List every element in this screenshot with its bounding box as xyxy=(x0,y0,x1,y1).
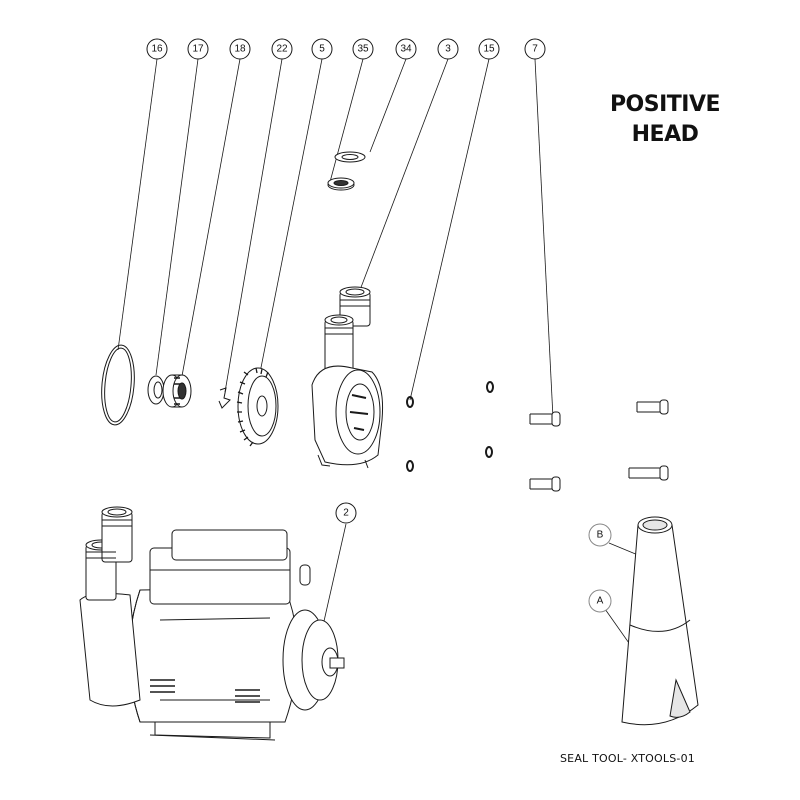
diagram-title: POSITIVE HEAD xyxy=(590,90,740,150)
part-number-22: 22 xyxy=(276,44,288,55)
gasket-part xyxy=(327,177,355,191)
part-number-15: 15 xyxy=(483,44,495,55)
part-number-17: 17 xyxy=(192,44,204,55)
callout-bubble-3 xyxy=(437,38,459,60)
seal-part xyxy=(147,375,165,405)
circlip-part xyxy=(218,387,231,409)
callout-bubble-15 xyxy=(478,38,500,60)
part-number-7: 7 xyxy=(532,44,538,55)
part-number-34: 34 xyxy=(400,44,412,55)
callout-bubble-2 xyxy=(335,502,357,524)
callout-bubble-5 xyxy=(311,38,333,60)
callout-bubble-7 xyxy=(524,38,546,60)
part-number-18: 18 xyxy=(234,44,246,55)
pump-head-part xyxy=(311,286,383,469)
callout-bubble-B xyxy=(588,523,612,547)
mechanical-seal-part xyxy=(162,374,192,408)
callout-bubble-35 xyxy=(352,38,374,60)
washer-part xyxy=(334,151,366,163)
part-number-16: 16 xyxy=(151,44,163,55)
callout-bubble-34 xyxy=(395,38,417,60)
part-number-35: 35 xyxy=(357,44,369,55)
callout-bubble-A xyxy=(588,589,612,613)
small-o-rings xyxy=(406,381,494,472)
callout-bubble-17 xyxy=(187,38,209,60)
tool-label-B: B xyxy=(597,530,604,541)
part-number-2: 2 xyxy=(343,508,349,519)
screws-part xyxy=(529,399,669,492)
pump-assembly-part xyxy=(79,506,345,741)
title-line-1: POSITIVE xyxy=(609,92,721,117)
seal-tool-part xyxy=(621,516,699,726)
impeller-part xyxy=(236,367,279,447)
o-ring-part xyxy=(101,344,135,426)
part-number-5: 5 xyxy=(319,44,325,55)
callout-bubble-18 xyxy=(229,38,251,60)
callout-bubbles xyxy=(146,38,612,613)
part-number-3: 3 xyxy=(445,44,451,55)
title-line-2: HEAD xyxy=(631,122,699,147)
callout-bubble-22 xyxy=(271,38,293,60)
seal-tool-caption: SEAL TOOL- XTOOLS-01 xyxy=(560,752,695,765)
tool-label-A: A xyxy=(597,596,604,607)
callout-bubble-16 xyxy=(146,38,168,60)
